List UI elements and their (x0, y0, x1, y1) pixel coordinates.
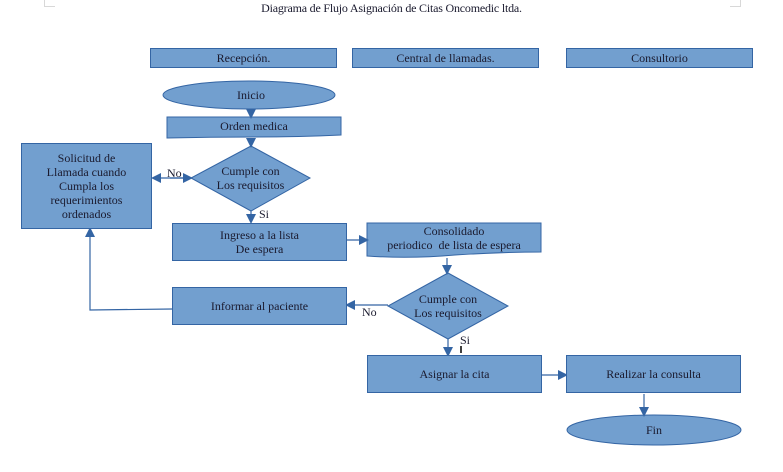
end-node: Fin (645, 423, 662, 437)
asignar-cita-node: Asignar la cita (367, 355, 542, 393)
end-terminator-shape (566, 414, 742, 446)
lane-header-central-llamadas: Central de llamadas. (352, 48, 539, 68)
decision-1-line-2: Los requisitos (216, 178, 285, 192)
decision-2-node: Cumple con Los requisitos (388, 291, 508, 321)
edge-label-decision1-si: Si (259, 207, 270, 221)
ingreso-lista-node: Ingreso a la lista De espera (172, 223, 347, 261)
orden-medica-node: Orden medica (220, 119, 288, 133)
edge-label-decision2-no: No (362, 305, 377, 319)
solicitud-llamada-node: Solicitud de Llamada cuando Cumpla los r… (21, 143, 152, 229)
consolidado-shape (366, 222, 542, 258)
diagram-title: Diagrama de Flujo Asignación de Citas On… (261, 1, 522, 15)
ingreso-line-2: De espera (235, 242, 284, 256)
lane-header-recepcion: Recepción. (150, 48, 337, 68)
decision-1-line-1: Cumple con (221, 164, 280, 178)
page-corner-marker (730, 0, 741, 7)
realizar-consulta-node: Realizar la consulta (566, 355, 741, 393)
page-corner-marker (44, 0, 55, 7)
consolidado-node: Consolidado periodico de lista de espera (367, 223, 541, 253)
arrow-informar-solicitud (85, 227, 173, 311)
start-node: Inicio (237, 88, 265, 102)
decision-1-node: Cumple con Los requisitos (191, 163, 310, 193)
solicitud-line-2: Llamada cuando (46, 165, 127, 179)
edge-label-decision1-no: No (167, 166, 182, 180)
consolidado-line-1: Consolidado (423, 224, 485, 238)
solicitud-line-5: ordenados (61, 207, 112, 221)
consolidado-line-2: periodico de lista de espera (387, 238, 521, 252)
decision-2-line-1: Cumple con (418, 292, 478, 306)
informar-paciente-node: Informar al paciente (172, 287, 347, 325)
orden-medica-shape (166, 116, 342, 139)
decision-2-line-2: Los requisitos (414, 306, 482, 320)
solicitud-line-3: Cumpla los (58, 179, 114, 193)
lane-header-consultorio: Consultorio (566, 48, 753, 68)
ingreso-line-1: Ingreso a la lista (220, 228, 299, 242)
edge-label-decision2-si: Si (460, 333, 471, 347)
solicitud-line-4: requerimientos (50, 193, 123, 207)
solicitud-line-1: Solicitud de (57, 151, 116, 165)
